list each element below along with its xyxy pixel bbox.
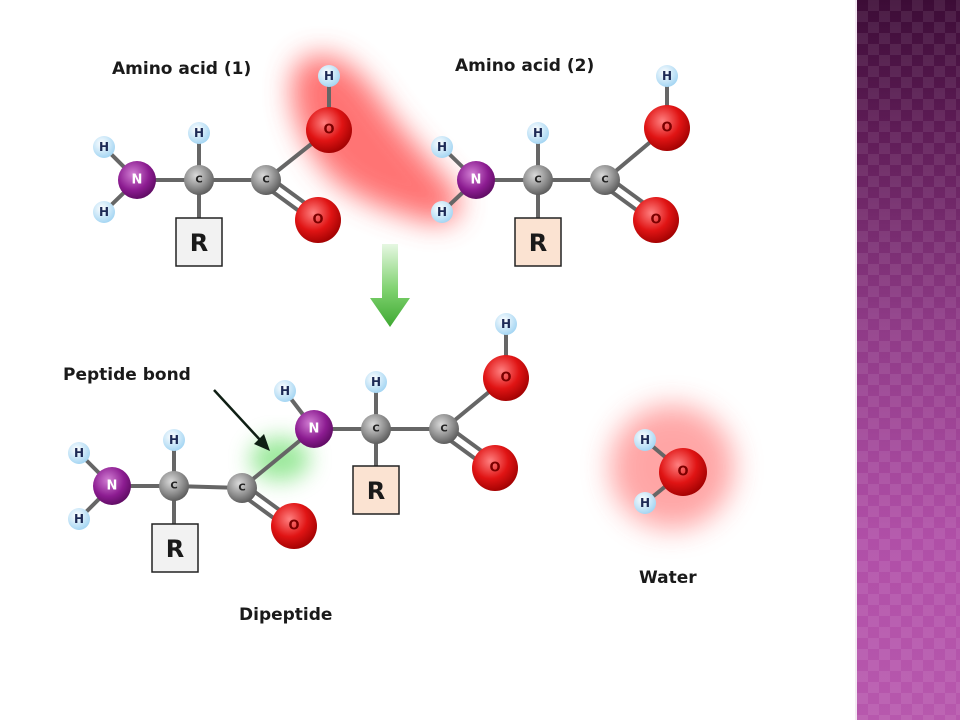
svg-text:C: C	[238, 483, 245, 494]
carbon-atom: C	[523, 165, 553, 195]
nitrogen-atom: N	[457, 161, 495, 199]
carbon-atom: C	[361, 414, 391, 444]
svg-text:H: H	[74, 446, 84, 460]
water-label: Water	[639, 568, 697, 588]
hydrogen-atom: H	[431, 136, 453, 158]
r-group-label-2: R	[367, 477, 385, 505]
svg-text:N: N	[107, 479, 118, 494]
svg-text:C: C	[440, 424, 447, 435]
svg-text:H: H	[169, 433, 179, 447]
reaction-arrow-icon	[370, 244, 410, 327]
amino-acid-1-label: Amino acid (1)	[112, 59, 251, 79]
svg-text:H: H	[280, 384, 290, 398]
hydrogen-atom: H	[431, 201, 453, 223]
oxygen-atom: O	[295, 197, 341, 243]
hydrogen-atom: H	[68, 442, 90, 464]
svg-text:N: N	[471, 173, 482, 188]
carbon-atom: C	[184, 165, 214, 195]
r-group-box-1	[175, 217, 223, 267]
water-molecule: H H O	[634, 429, 707, 514]
svg-text:O: O	[288, 519, 299, 534]
hydrogen-atom: H	[656, 65, 678, 87]
r-group-box-2	[352, 465, 400, 515]
hydrogen-atom: H	[634, 429, 656, 451]
svg-text:O: O	[489, 461, 500, 476]
svg-text:H: H	[437, 205, 447, 219]
svg-text:H: H	[371, 375, 381, 389]
oxygen-atom: O	[271, 503, 317, 549]
svg-text:H: H	[99, 140, 109, 154]
svg-text:C: C	[534, 175, 541, 186]
oxygen-atom: O	[633, 197, 679, 243]
svg-text:N: N	[132, 173, 143, 188]
svg-text:C: C	[170, 481, 177, 492]
oxygen-atom: O	[472, 445, 518, 491]
hydrogen-atom: H	[93, 136, 115, 158]
svg-text:H: H	[640, 433, 650, 447]
hydrogen-atom: H	[365, 371, 387, 393]
svg-text:H: H	[99, 205, 109, 219]
svg-text:O: O	[650, 213, 661, 228]
hydrogen-atom: H	[495, 313, 517, 335]
nitrogen-atom: N	[295, 410, 333, 448]
hydrogen-atom: H	[527, 122, 549, 144]
dipeptide-label: Dipeptide	[239, 605, 332, 625]
svg-text:O: O	[677, 465, 688, 480]
svg-text:H: H	[640, 496, 650, 510]
amino-acid-1: R H H N H C C H O O	[93, 65, 352, 267]
svg-text:C: C	[601, 175, 608, 186]
carbon-atom: C	[590, 165, 620, 195]
hydrogen-atom: H	[68, 508, 90, 530]
oxygen-atom: O	[483, 355, 529, 401]
carbon-atom: C	[227, 473, 257, 503]
decorative-sidebar	[855, 0, 960, 720]
hydrogen-atom: H	[634, 492, 656, 514]
sidebar-pattern	[857, 0, 960, 720]
oxygen-atom: O	[306, 107, 352, 153]
hydrogen-atom: H	[274, 380, 296, 402]
svg-text:O: O	[661, 121, 672, 136]
peptide-bond-label: Peptide bond	[63, 365, 191, 385]
svg-text:H: H	[533, 126, 543, 140]
oxygen-atom: O	[644, 105, 690, 151]
peptide-bond-pointer-icon	[213, 389, 270, 451]
amino-acid-condensation-diagram: R H H N H C C H O O R H H	[63, 55, 734, 625]
nitrogen-atom: N	[118, 161, 156, 199]
svg-text:O: O	[500, 371, 511, 386]
carbon-atom: C	[429, 414, 459, 444]
svg-text:H: H	[437, 140, 447, 154]
oxygen-atom: O	[659, 448, 707, 496]
amino-acid-2-label: Amino acid (2)	[455, 56, 594, 76]
svg-text:N: N	[309, 422, 320, 437]
svg-text:H: H	[662, 69, 672, 83]
r-group-box-2	[514, 217, 562, 267]
svg-text:H: H	[324, 69, 334, 83]
r-group-box-1	[151, 523, 199, 573]
dipeptide: R R H H N H C C O H N H C C H O O	[68, 313, 529, 573]
hydrogen-atom: H	[93, 201, 115, 223]
r-group-label-1: R	[166, 535, 184, 563]
nitrogen-atom: N	[93, 467, 131, 505]
hydrogen-atom: H	[163, 429, 185, 451]
svg-text:O: O	[323, 123, 334, 138]
svg-text:H: H	[501, 317, 511, 331]
amino-acid-2: R H H N H C C H O O	[431, 65, 690, 267]
svg-text:H: H	[194, 126, 204, 140]
svg-text:C: C	[262, 175, 269, 186]
svg-text:C: C	[372, 424, 379, 435]
hydrogen-atom: H	[188, 122, 210, 144]
svg-text:O: O	[312, 213, 323, 228]
r-group-label-2: R	[529, 229, 547, 257]
r-group-label-1: R	[190, 229, 208, 257]
carbon-atom: C	[159, 471, 189, 501]
carbon-atom: C	[251, 165, 281, 195]
svg-text:C: C	[195, 175, 202, 186]
svg-text:H: H	[74, 512, 84, 526]
water-loss-highlight	[291, 55, 460, 224]
hydrogen-atom: H	[318, 65, 340, 87]
